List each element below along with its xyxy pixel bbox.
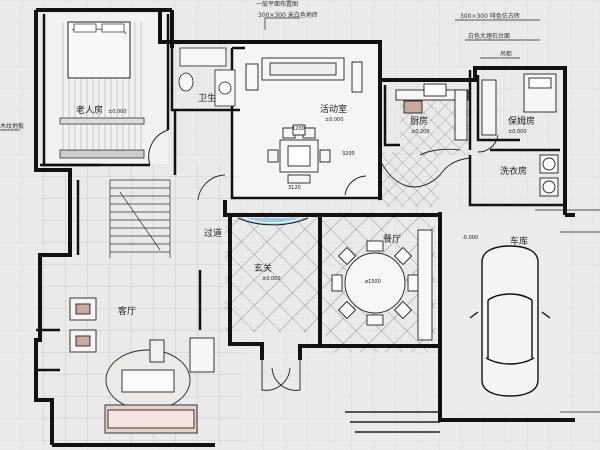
bathroom-fixtures bbox=[178, 47, 236, 107]
living-room-furniture bbox=[69, 297, 215, 434]
elevation-foyer: ±0.000 bbox=[262, 276, 281, 282]
note-wood-floor: 木纹地板 bbox=[0, 123, 25, 130]
room-label-laundry: 洗衣房 bbox=[500, 167, 528, 177]
elevation-garage: -0.000 bbox=[462, 235, 479, 241]
foyer-arc bbox=[237, 217, 309, 226]
dim-table-size: 1200 bbox=[292, 126, 305, 132]
elevation-entertainment: ±0.000 bbox=[325, 117, 344, 123]
room-label-entertainment: 活动室 bbox=[320, 105, 348, 115]
note-floor-tile-antique: 300×300 啡色仿古砖 bbox=[460, 13, 520, 20]
walls bbox=[34, 8, 575, 447]
kitchen-counters bbox=[379, 83, 471, 188]
note-floor-tile-beige: 300×300 米白色地砖 bbox=[258, 12, 318, 19]
room-label-foyer: 玄关 bbox=[254, 264, 273, 274]
dim-entertainment-width: 3120 bbox=[288, 185, 301, 191]
nanny-room-furniture bbox=[481, 73, 559, 197]
room-label-master-bedroom: 老人房 bbox=[76, 106, 104, 116]
room-label-living: 客厅 bbox=[118, 307, 137, 317]
entertainment-furniture bbox=[245, 57, 363, 184]
dining-set bbox=[331, 229, 433, 341]
title-cut-text: 一层平面布置图 bbox=[256, 1, 299, 8]
staircase bbox=[109, 179, 171, 258]
room-label-dining: 餐厅 bbox=[383, 235, 402, 245]
dim-dining-table: ø1500 bbox=[365, 279, 381, 285]
note-marble-countertop: 白色大理石台面 bbox=[468, 33, 511, 40]
room-label-nanny-room: 保姆房 bbox=[508, 117, 536, 127]
car bbox=[469, 245, 551, 397]
elevation-kitchen: ±0.200 bbox=[411, 129, 430, 135]
note-wall-cabinet: 吊柜 bbox=[500, 51, 513, 58]
room-label-bathroom: 卫生 bbox=[198, 94, 217, 104]
room-label-garage: 车库 bbox=[510, 237, 529, 247]
room-label-kitchen: 厨房 bbox=[410, 117, 429, 127]
room-label-corridor: 过道 bbox=[204, 229, 223, 239]
elevation-master-bedroom: ±0.000 bbox=[108, 109, 127, 115]
bed bbox=[59, 21, 145, 159]
door-swing bbox=[148, 129, 169, 166]
dim-entertainment-height: 3200 bbox=[342, 151, 355, 157]
entry-steps bbox=[345, 411, 440, 433]
elevation-nanny-room: ±0.000 bbox=[508, 129, 527, 135]
